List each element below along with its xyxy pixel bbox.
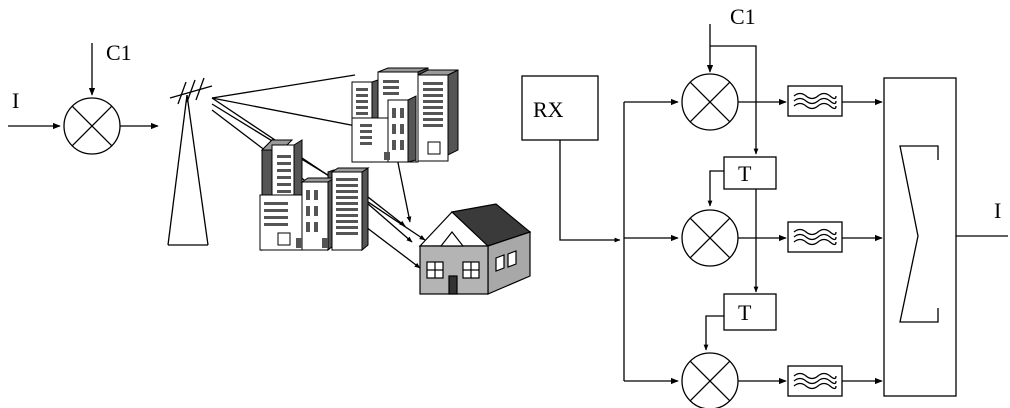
rx-block: RX — [521, 75, 599, 141]
mixer-branch-3 — [681, 352, 739, 408]
building-cluster-upper-icon — [351, 67, 459, 163]
delay-block-1: T — [723, 156, 777, 190]
delay2-to-mixer3 — [703, 315, 724, 351]
rx-label: RX — [533, 97, 564, 122]
transmitter-section: I C1 — [8, 40, 532, 295]
carrier-label-left: C1 — [106, 40, 132, 65]
delay2-label: T — [738, 300, 752, 325]
delay1-label: T — [738, 161, 752, 186]
antenna-tower-icon — [167, 77, 213, 246]
delay-block-2: T — [723, 293, 777, 331]
receiver-section: RX C1 T T — [521, 4, 1008, 408]
lowpass-filter-2-icon — [787, 221, 843, 253]
lowpass-filter-1-icon — [787, 85, 843, 117]
house-icon — [418, 203, 532, 295]
mixer-branch-1 — [681, 73, 739, 131]
output-label: I — [994, 198, 1001, 223]
rx-output-line — [559, 140, 621, 243]
summation-combiner — [883, 77, 957, 397]
building-cluster-lower-icon — [259, 138, 370, 252]
lowpass-filter-3-icon — [787, 365, 843, 397]
delay1-to-mixer2 — [707, 170, 724, 207]
mixer-branch-2 — [681, 209, 739, 267]
carrier-to-delay1 — [710, 45, 759, 155]
mixer-left — [63, 97, 121, 155]
sigma-icon — [899, 145, 939, 323]
carrier-label-right: C1 — [730, 4, 756, 29]
input-label: I — [12, 88, 19, 113]
